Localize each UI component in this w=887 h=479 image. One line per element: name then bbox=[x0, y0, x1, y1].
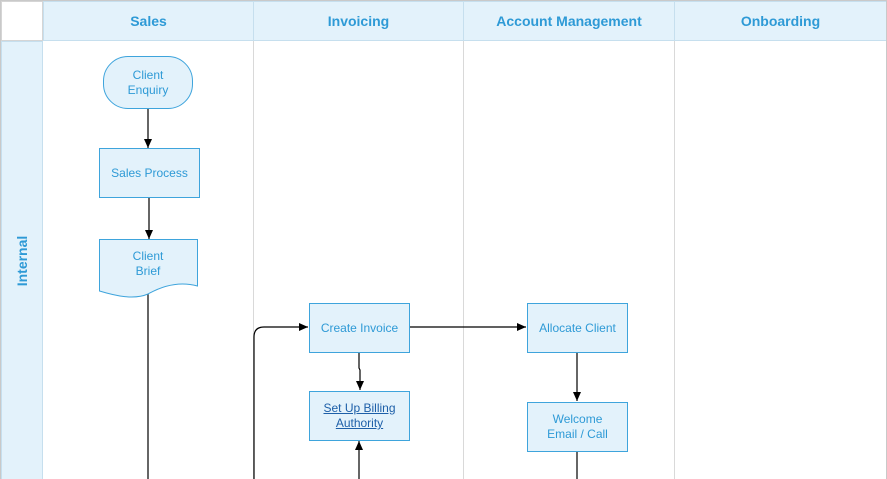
lane-label: Invoicing bbox=[327, 13, 390, 29]
node-label: Sales Process bbox=[111, 165, 188, 180]
node-allocate-client[interactable]: Allocate Client bbox=[527, 303, 628, 353]
node-sales-process[interactable]: Sales Process bbox=[99, 148, 200, 198]
lane-label: Account Management bbox=[496, 13, 642, 29]
lane-header-sales: Sales bbox=[43, 1, 254, 41]
lane-divider bbox=[463, 41, 464, 479]
connector-invoice-to-billing bbox=[356, 353, 364, 390]
node-label: Allocate Client bbox=[539, 320, 616, 335]
lane-header-onboarding: Onboarding bbox=[674, 1, 887, 41]
node-label: Client Brief bbox=[132, 249, 164, 278]
node-client-enquiry[interactable]: Client Enquiry bbox=[103, 56, 193, 109]
node-welcome-email-call[interactable]: Welcome Email / Call bbox=[527, 402, 628, 452]
node-setup-billing-authority[interactable]: Set Up Billing Authority bbox=[309, 391, 410, 441]
corner-cell bbox=[1, 1, 43, 41]
row-header-internal: Internal bbox=[1, 41, 43, 479]
lane-divider bbox=[253, 41, 254, 479]
node-label: Welcome Email / Call bbox=[547, 412, 608, 441]
lane-label: Sales bbox=[130, 13, 167, 29]
node-label: Client Enquiry bbox=[127, 67, 169, 97]
node-link-label[interactable]: Set Up Billing Authority bbox=[323, 401, 396, 430]
lane-label: Onboarding bbox=[740, 13, 821, 29]
document-shape bbox=[99, 239, 198, 298]
node-label: Create Invoice bbox=[320, 320, 399, 335]
connector-loop-to-invoice bbox=[253, 323, 308, 479]
node-create-invoice[interactable]: Create Invoice bbox=[309, 303, 410, 353]
lane-header-account-management: Account Management bbox=[463, 1, 675, 41]
node-client-brief[interactable]: Client Brief bbox=[99, 242, 197, 286]
lane-divider bbox=[674, 41, 675, 479]
